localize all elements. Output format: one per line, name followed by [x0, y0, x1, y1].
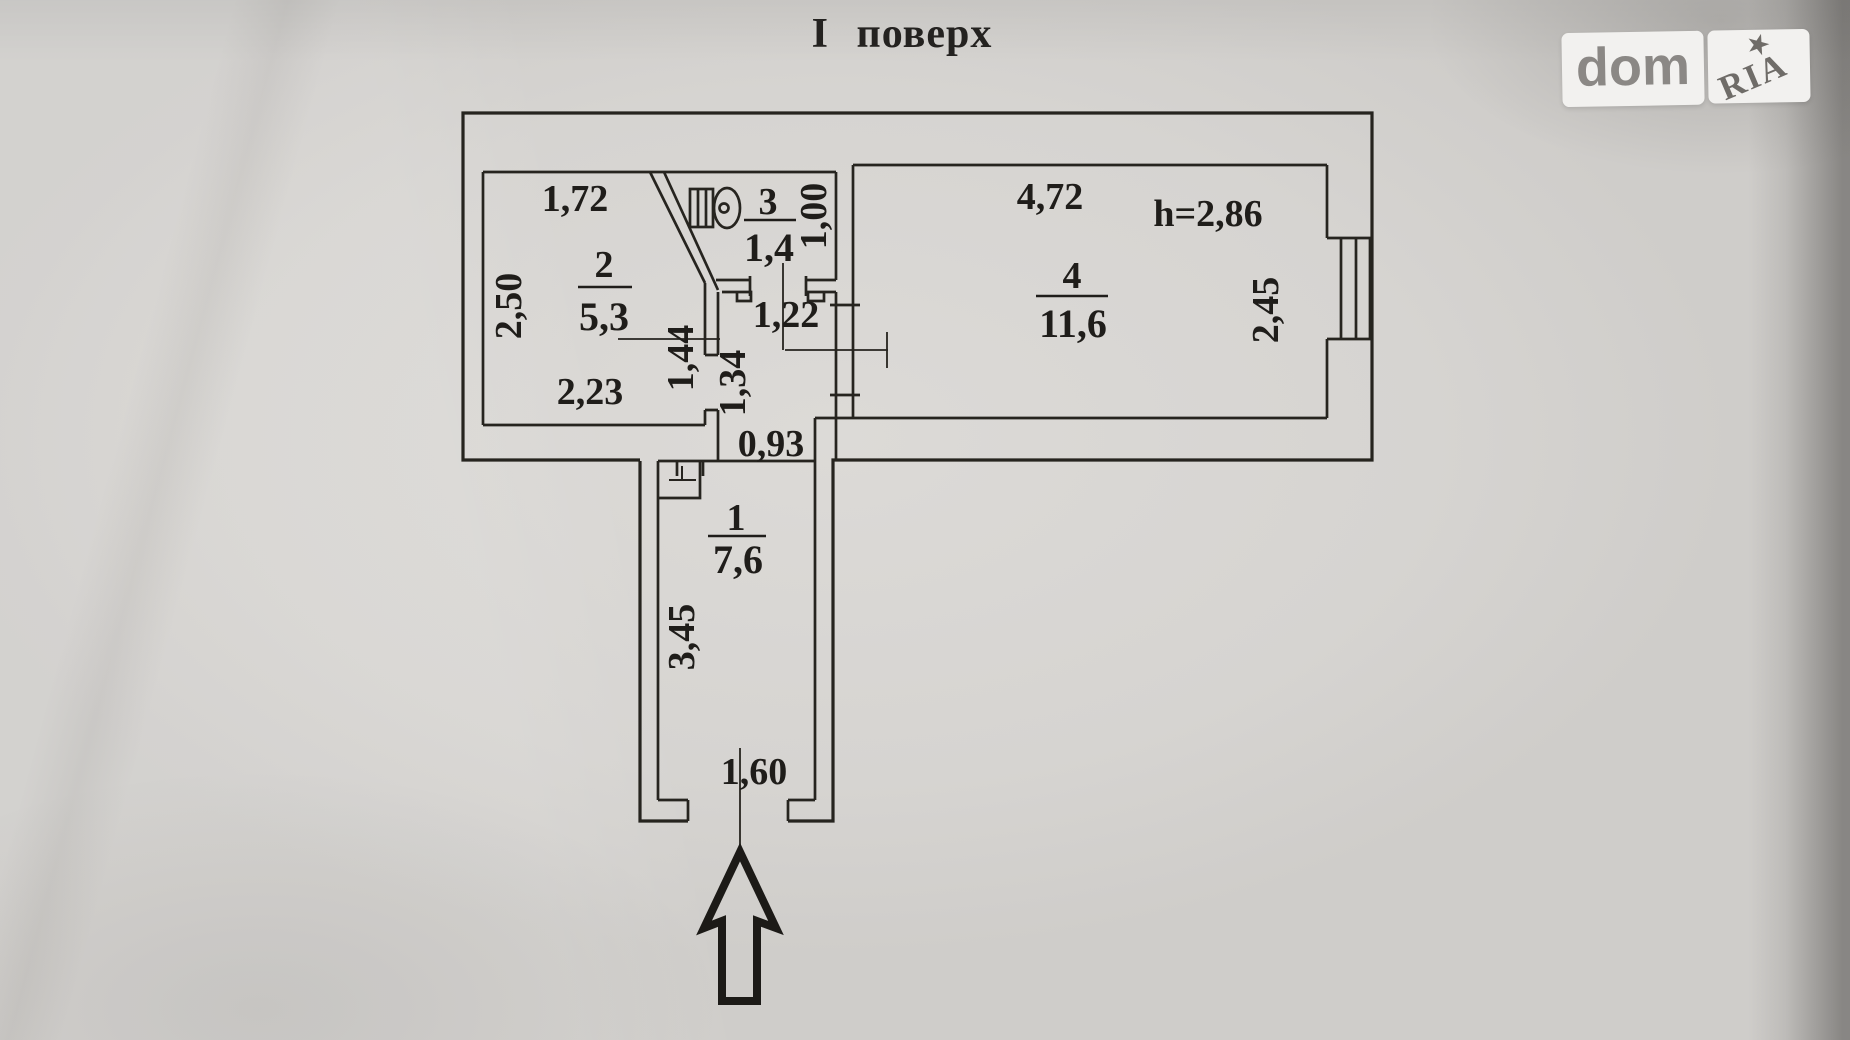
- dim-hall-width: 1,22: [753, 294, 820, 336]
- room3-number: 3: [759, 181, 778, 223]
- sink-icon: [658, 461, 705, 500]
- room4-area: 11,6: [1039, 301, 1107, 346]
- entrance-arrow-icon: [696, 842, 784, 1005]
- room2-number: 2: [595, 244, 614, 286]
- dim-room3-height: 1,00: [793, 183, 835, 250]
- dim-room4-right: 2,45: [1245, 277, 1287, 344]
- dim-room1-depth: 3,45: [661, 604, 703, 671]
- room4-number: 4: [1063, 255, 1082, 297]
- interior-walls: [481, 163, 1372, 821]
- dim-room2-top: 1,72: [542, 178, 609, 220]
- dim-room4-top: 4,72: [1017, 176, 1084, 218]
- exterior-walls: [461, 111, 1374, 823]
- room1-number: 1: [727, 497, 746, 539]
- plan-title: І поверх: [811, 11, 993, 57]
- room2-area: 5,3: [579, 294, 629, 339]
- dim-room2-left: 2,50: [488, 273, 530, 340]
- ceiling-height-label: h=2,86: [1153, 193, 1262, 235]
- dim-room2-bottom: 2,23: [557, 371, 624, 413]
- toilet-icon: [688, 186, 742, 230]
- room1-area: 7,6: [713, 537, 763, 582]
- dim-entry-width: 1,60: [721, 751, 788, 793]
- dim-hall-depth: 1,34: [712, 350, 754, 417]
- window-icon: [1327, 236, 1372, 341]
- dim-room2-right: 1,44: [660, 325, 702, 392]
- dimension-lines: [618, 263, 888, 851]
- dim-opening: 0,93: [738, 423, 805, 465]
- room3-area: 1,4: [744, 225, 794, 270]
- room-number-underlines: [578, 218, 1108, 538]
